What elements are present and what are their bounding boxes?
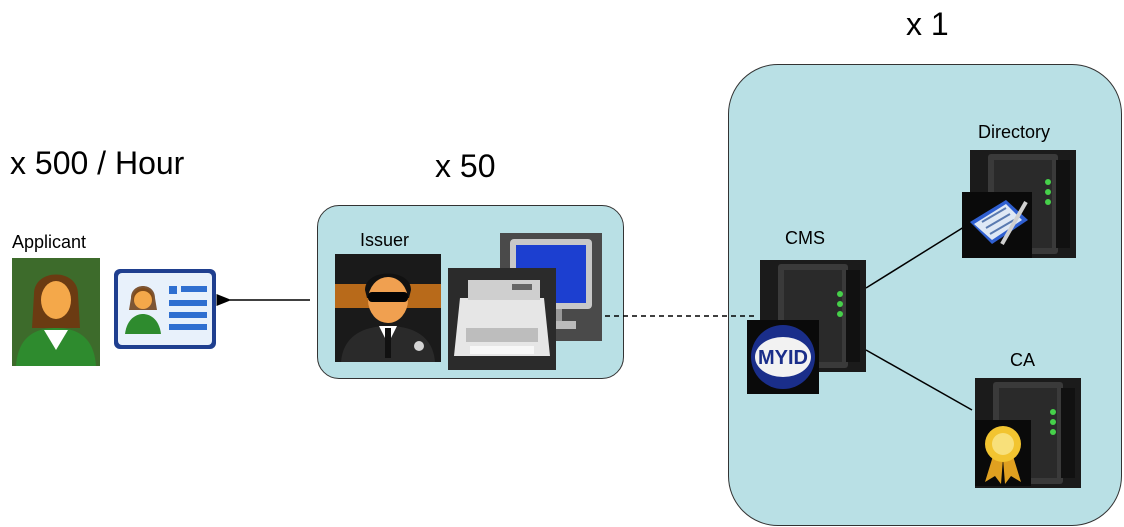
- myid-logo-icon: MYID: [747, 320, 819, 394]
- myid-logo-text: MYID: [758, 347, 808, 369]
- address-book-icon: [962, 192, 1032, 258]
- directory-label: Directory: [978, 122, 1051, 142]
- server-count-label: x 1: [906, 6, 949, 42]
- person-icon: [12, 258, 100, 366]
- applicant-label: Applicant: [12, 232, 87, 252]
- cms-label: CMS: [785, 228, 825, 248]
- cms-ca-link: [865, 349, 973, 411]
- issuer-count-label: x 50: [435, 148, 496, 184]
- issuer-label: Issuer: [360, 230, 410, 250]
- award-ribbon-icon: [975, 420, 1031, 486]
- id-card-icon: [114, 269, 216, 349]
- agent-icon: [335, 254, 441, 362]
- ca-label: CA: [1010, 350, 1036, 370]
- applicant-rate-label: x 500 / Hour: [10, 145, 185, 181]
- printer-icon: [448, 268, 556, 370]
- cms-directory-link: [865, 221, 973, 289]
